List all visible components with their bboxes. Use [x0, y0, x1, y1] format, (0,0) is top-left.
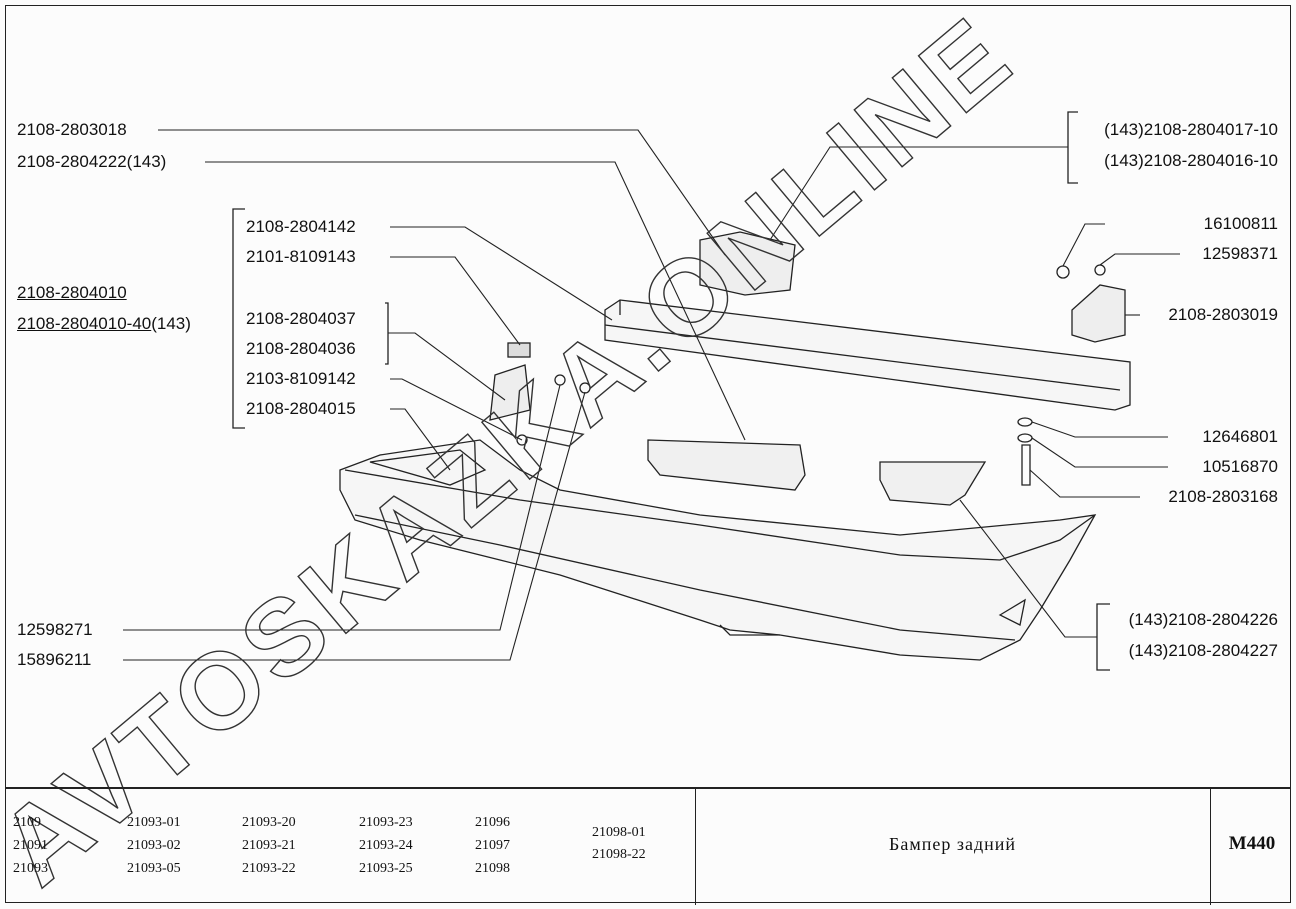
page-title: Бампер задний	[889, 834, 1016, 854]
part-label: 12646801	[1202, 427, 1278, 446]
model-code: 21098-22	[592, 847, 646, 862]
model-code: 2109	[13, 815, 41, 830]
part-label: 2108-2803019	[1168, 305, 1278, 324]
assembly-suffix: (143)	[151, 314, 191, 333]
model-code: 21093-22	[242, 861, 296, 876]
model-code: 21097	[475, 838, 510, 853]
assembly-label-alt: 2108-2804010-40(143)	[17, 314, 191, 334]
model-code: 21096	[475, 815, 510, 830]
part-label: 12598371	[1202, 244, 1278, 263]
part-label: (143)2108-2804226	[1128, 610, 1278, 629]
part-label: 2108-2804015	[246, 399, 356, 418]
part-label: 2108-2803018	[17, 120, 127, 139]
part-label: 2108-2804222(143)	[17, 152, 167, 171]
assembly-label: 2108-2804010	[17, 283, 127, 302]
model-code: 21093-23	[359, 815, 413, 830]
part-label: 2108-2804142	[246, 217, 356, 236]
part-label: 15896211	[17, 650, 92, 669]
rear-bumper-drawing	[339, 439, 1097, 661]
watermark: AVTOSKAZKA.ONLINE	[0, 0, 1036, 908]
drawing-frame	[5, 5, 1291, 903]
part-label: 2108-2803168	[1168, 487, 1278, 506]
model-code: 21093-21	[242, 838, 296, 853]
bumper-beam-drawing	[604, 299, 1131, 411]
part-label: 16100811	[1203, 214, 1278, 233]
pad-right-drawing	[879, 461, 987, 506]
part-label: (143)2108-2804016-10	[1104, 151, 1278, 170]
diagram-code: M440	[1228, 833, 1276, 854]
assembly-code: 2108-2804010-40	[17, 314, 152, 333]
part-label: 2101-8109143	[246, 247, 356, 266]
model-code: 21093-05	[127, 861, 181, 876]
pad-left-drawing	[647, 439, 806, 491]
part-label: 2108-2804036	[246, 339, 356, 358]
bracket-right-drawing	[1071, 284, 1126, 343]
divider	[1210, 789, 1211, 905]
model-code: 21098	[475, 861, 510, 876]
model-code: 21093-02	[127, 838, 181, 853]
part-label: 2108-2804037	[246, 309, 356, 328]
model-code: 21093-01	[127, 815, 181, 830]
part-label: (143)2108-2804017-10	[1104, 120, 1278, 139]
bracket-small-drawing	[489, 364, 531, 421]
model-code: 21098-01	[592, 825, 646, 840]
part-label: 2103-8109142	[246, 369, 356, 388]
model-code: 21091	[13, 838, 48, 853]
divider	[695, 789, 696, 905]
title-block: 2109 21091 21093 21093-01 21093-02 21093-05 21…	[5, 787, 1291, 905]
part-label: 12598271	[17, 620, 93, 639]
leader-lines	[123, 129, 1180, 661]
part-label: 10516870	[1202, 457, 1278, 476]
model-code: 21093-24	[359, 838, 413, 853]
model-code: 21093-20	[242, 815, 296, 830]
model-code: 21093	[13, 861, 48, 876]
part-label: (143)2108-2804227	[1128, 641, 1278, 660]
bracket-drawing	[699, 231, 796, 296]
model-code: 21093-25	[359, 861, 413, 876]
